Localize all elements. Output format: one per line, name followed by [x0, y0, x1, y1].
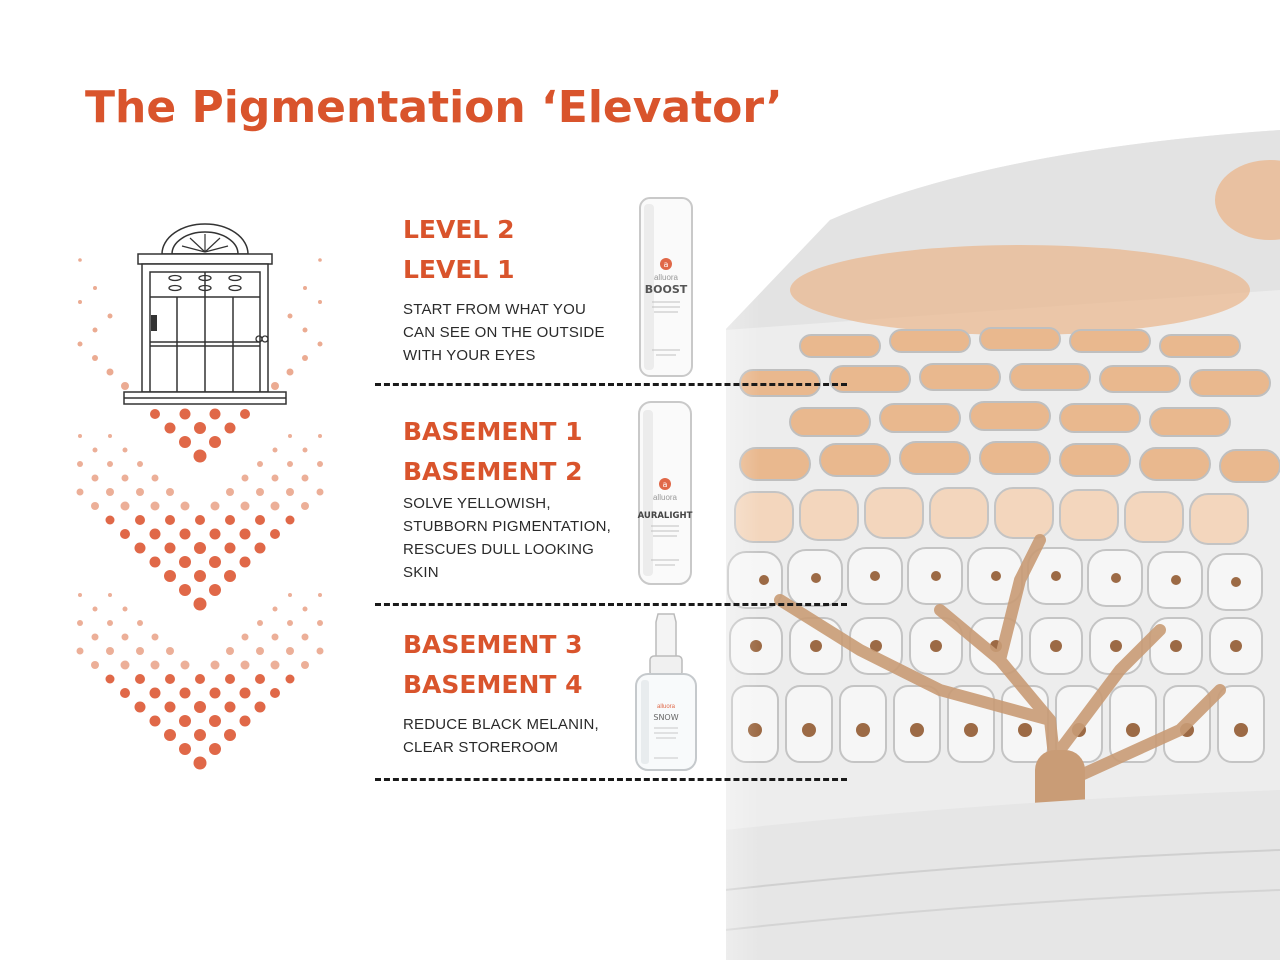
boost-bottle: a alluora BOOST	[639, 197, 693, 377]
level-heading: LEVEL 2	[403, 215, 515, 244]
svg-text:a: a	[663, 480, 668, 489]
auralight-bottle: a alluora AURALIGHT	[638, 401, 693, 585]
down-chevron-icon	[76, 434, 324, 611]
down-chevron-icon	[76, 593, 324, 770]
product-name: AURALIGHT	[638, 511, 693, 521]
level-section: LEVEL 2 LEVEL 1 START FROM WHAT YOU CAN …	[403, 210, 643, 367]
svg-text:a: a	[664, 260, 669, 269]
level-heading: BASEMENT 3	[403, 630, 583, 659]
skin-layers-illustration	[640, 130, 1280, 960]
level-divider	[375, 383, 847, 386]
level-divider	[375, 603, 847, 606]
level-heading: LEVEL 1	[403, 255, 515, 284]
level-description: SOLVE YELLOWISH, STUBBORN PIGMENTATION, …	[403, 495, 612, 581]
product-brand: alluora	[657, 704, 676, 710]
level-heading: BASEMENT 1	[403, 417, 583, 446]
down-chevron-icon	[77, 258, 323, 463]
product-name: BOOST	[645, 283, 688, 296]
level-section: BASEMENT 3 BASEMENT 4 REDUCE BLACK MELAN…	[403, 625, 643, 759]
level-description: START FROM WHAT YOU CAN SEE ON THE OUTSI…	[403, 301, 605, 364]
level-divider	[375, 778, 847, 781]
product-brand: alluora	[653, 493, 678, 502]
page-title: The Pigmentation ‘Elevator’	[85, 82, 783, 133]
level-heading: BASEMENT 4	[403, 670, 583, 699]
product-name: SNOW	[653, 713, 678, 722]
level-heading: BASEMENT 2	[403, 457, 583, 486]
snow-bottle: alluora SNOW	[635, 613, 697, 771]
level-description: REDUCE BLACK MELANIN, CLEAR STOREROOM	[403, 716, 599, 756]
product-brand: alluora	[654, 273, 679, 282]
level-section: BASEMENT 1 BASEMENT 2 SOLVE YELLOWISH, S…	[403, 412, 643, 584]
elevator-icon	[123, 223, 287, 405]
